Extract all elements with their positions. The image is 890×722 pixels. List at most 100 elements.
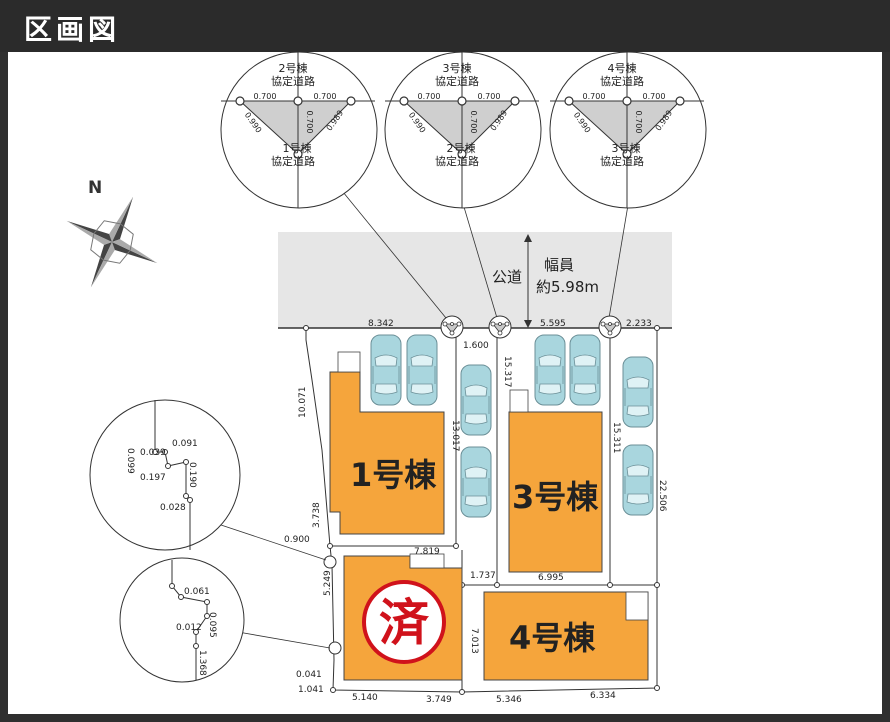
- header-bar: 区画図: [0, 0, 890, 52]
- detail-lower-d: 1.368: [197, 650, 207, 676]
- detail-lower-a: 0.061: [184, 587, 210, 597]
- dim-5595: 5.595: [540, 319, 566, 329]
- junction-vertical-dim: 0.700: [469, 111, 478, 134]
- junction-point: [675, 96, 685, 106]
- dim-10071: 10.071: [298, 387, 308, 419]
- junction-bottom-sublabel: 協定道路: [435, 154, 479, 168]
- car-2b: [460, 446, 492, 518]
- junction-point: [293, 149, 303, 159]
- junction-right-dim: 0.700: [643, 92, 666, 101]
- leader-line-upper-detail: [217, 523, 327, 561]
- north-compass: N: [66, 178, 158, 288]
- site-plan: 公道 幅員 約5.98m: [66, 51, 707, 705]
- junction-diag-right: [297, 100, 352, 155]
- road-name: 公道: [492, 268, 522, 286]
- junction-point: [457, 149, 467, 159]
- junction-diag-left: [568, 100, 628, 155]
- road-node-1: [440, 315, 464, 339]
- junction-top-label: 4号棟: [608, 61, 637, 75]
- detail-lower-b: 0.095: [207, 612, 217, 638]
- dim-6334: 6.334: [590, 691, 616, 701]
- junction-bottom-sublabel: 協定道路: [271, 154, 315, 168]
- junction-bottom-label: 3号棟: [612, 141, 641, 155]
- page-title: 区画図: [24, 13, 121, 46]
- building-3-steps: [509, 389, 529, 413]
- dim-7013: 7.013: [469, 628, 479, 654]
- dim-0041: 0.041: [296, 670, 322, 680]
- leader-line-1: [342, 191, 447, 319]
- dim-6995: 6.995: [538, 573, 564, 583]
- junction-bottom-label: 2号棟: [447, 141, 476, 155]
- leader-line-2: [463, 206, 498, 319]
- junction-top-sublabel: 協定道路: [600, 74, 644, 88]
- car-1a: [370, 334, 402, 406]
- junction-point: [346, 96, 356, 106]
- junction-top-label: 3号棟: [443, 61, 472, 75]
- junction-triangle: [240, 101, 351, 154]
- dim-1041: 1.041: [298, 685, 324, 695]
- leader-line-3: [608, 204, 629, 319]
- lot-detail-circle-lower: [119, 557, 245, 683]
- car-1b: [406, 334, 438, 406]
- boundary-detail-marker-upper: [323, 555, 337, 569]
- building-4-label: 4号棟: [509, 619, 596, 657]
- lot-detail-upper-points: [152, 449, 193, 503]
- leader-line-lower-detail: [237, 631, 331, 649]
- lot-detail-lower-points: [169, 583, 210, 649]
- junction-top-sublabel: 協定道路: [271, 74, 315, 88]
- boundary-detail-marker-lower: [328, 641, 342, 655]
- dimension-labels: 8.342 5.595 2.233 1.600 15.317 10.071 13…: [284, 319, 667, 705]
- junction-point: [622, 149, 632, 159]
- dim-0900: 0.900: [284, 535, 310, 545]
- junction-left-dim: 0.700: [254, 92, 277, 101]
- dim-5346: 5.346: [496, 695, 522, 705]
- building-3-label: 3号棟: [512, 478, 599, 516]
- dim-1600: 1.600: [463, 341, 489, 351]
- compass-north-label: N: [88, 178, 102, 198]
- building-4-steps: [625, 591, 649, 621]
- dim-1737: 1.737: [470, 571, 496, 581]
- junction-point: [622, 96, 632, 106]
- road-node-2: [488, 315, 512, 339]
- junction-point: [564, 96, 574, 106]
- dim-7819: 7.819: [414, 547, 440, 557]
- junction-diag-right: [461, 100, 516, 155]
- junction-left-dim: 0.700: [418, 92, 441, 101]
- lot-detail-circle-upper: [89, 399, 241, 551]
- detail-lower-c: 0.012: [176, 623, 202, 633]
- junction-point: [399, 96, 409, 106]
- junction-vertical-dim: 0.700: [305, 111, 314, 134]
- junction-left-dim: 0.700: [583, 92, 606, 101]
- dim-15311: 15.311: [611, 422, 621, 454]
- sold-mark: 済: [379, 594, 430, 652]
- lot-detail-upper-labels: 0.099 0.039 0.091 0.197 0.190 0.028: [125, 439, 198, 513]
- junction-diag-left: [403, 100, 463, 155]
- junction-right-dim: 0.700: [314, 92, 337, 101]
- junction-diag-right: [626, 100, 681, 155]
- dim-22506: 22.506: [657, 480, 667, 512]
- sold-stamp: [362, 580, 446, 664]
- dim-8342: 8.342: [368, 319, 394, 329]
- plan-canvas: 公道 幅員 約5.98m: [8, 51, 882, 714]
- detail-upper-f: 0.028: [160, 503, 186, 513]
- detail-upper-a: 0.099: [125, 448, 135, 474]
- junction-triangle: [569, 101, 680, 154]
- public-road: [278, 232, 672, 328]
- dim-15317: 15.317: [502, 356, 512, 388]
- building-3: [508, 411, 603, 573]
- lot-detail-lower-labels: 0.061 0.095 0.012 1.368: [176, 587, 217, 676]
- dim-2233: 2.233: [626, 319, 652, 329]
- junction-triangle: [404, 101, 515, 154]
- building-1-steps: [337, 351, 361, 373]
- junction-point: [457, 96, 467, 106]
- dim-3738: 3.738: [312, 502, 322, 528]
- detail-upper-e: 0.190: [187, 462, 197, 488]
- detail-upper-c: 0.091: [172, 439, 198, 449]
- dim-5140: 5.140: [352, 693, 378, 703]
- road-width-label: 幅員: [544, 256, 574, 274]
- junction-point: [235, 96, 245, 106]
- junction-diag-left: [239, 100, 299, 155]
